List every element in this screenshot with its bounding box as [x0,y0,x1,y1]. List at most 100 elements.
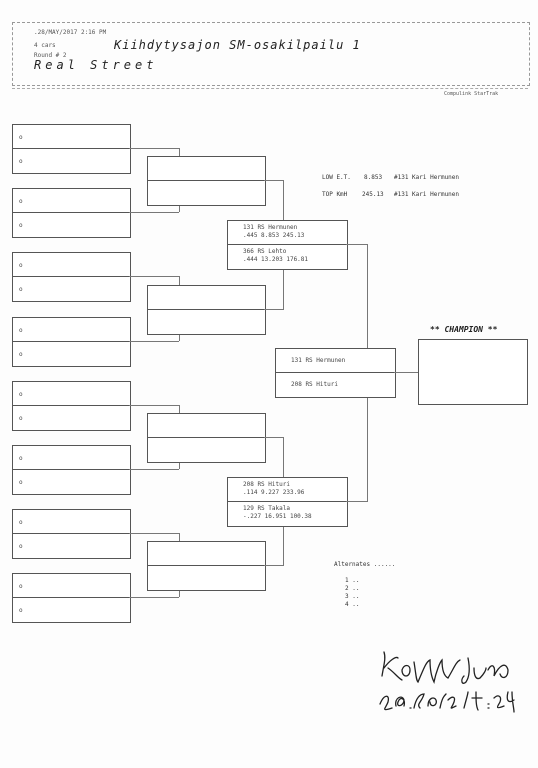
slot-marker: o [19,134,23,141]
racer-times: .114 9.227 233.96 [243,489,305,496]
connector [264,437,284,438]
semifinal-1-bottom-slot: 366 RS Lehto .444 13.203 176.81 [228,245,347,269]
connector [394,372,418,373]
round2-slot [148,157,265,181]
low-et-driver: #131 Kari Hermunen [394,174,460,181]
slot-marker: o [19,351,23,358]
round2-slot [148,542,265,566]
semifinal-1-pair: 131 RS Hermunen .445 8.853 245.13 366 RS… [227,220,348,270]
top-kmh-label: TOP KmH [322,191,348,198]
round2-slot [148,181,265,205]
round2-slot [148,566,265,590]
handwritten-signature [379,651,515,713]
round1-pair: o o [12,509,131,559]
connector [129,341,179,342]
header-rule [12,88,528,89]
round1-pair: o o [12,317,131,367]
round2-pair [147,413,266,463]
slot-marker: o [19,583,23,590]
header-cars: 4 cars [34,42,56,49]
slot-marker: o [19,607,23,614]
connector [129,405,179,406]
semifinal-1-top-slot: 131 RS Hermunen .445 8.853 245.13 [228,221,347,245]
round1-pair: o o [12,124,131,174]
round2-slot [148,438,265,462]
connector [129,469,179,470]
round1-slot: o [13,213,130,237]
round1-slot: o [13,382,130,406]
semifinal-2-pair: 208 RS Hituri .114 9.227 233.96 129 RS T… [227,477,348,527]
round1-slot: o [13,446,130,470]
connector [129,212,179,213]
round1-slot: o [13,189,130,213]
top-kmh-value: 245.13 [362,191,384,198]
connector [129,597,179,598]
connector [264,565,284,566]
slot-marker: o [19,455,23,462]
round1-slot: o [13,253,130,277]
round2-pair [147,285,266,335]
brand-label: Compulink StarTrak [444,91,499,97]
slot-marker: o [19,391,23,398]
slot-marker: o [19,543,23,550]
connector [346,244,368,245]
semifinal-2-top-slot: 208 RS Hituri .114 9.227 233.96 [228,478,347,502]
round1-slot: o [13,342,130,366]
racer-times: .445 8.853 245.13 [243,232,305,239]
header-round: Round # 2 [34,52,67,59]
round2-slot [148,286,265,310]
round1-slot: o [13,406,130,430]
slot-marker: o [19,262,23,269]
low-et-value: 8.853 [364,174,383,181]
slot-marker: o [19,158,23,165]
round1-slot: o [13,574,130,598]
racer-times: .444 13.203 176.81 [243,256,309,263]
round1-slot: o [13,318,130,342]
champion-label: ** CHAMPION ** [430,325,498,334]
header-box [12,22,530,86]
alternate-item: 4 .. [345,601,360,608]
slot-marker: o [19,286,23,293]
semifinal-2-bottom-slot: 129 RS Takala -.227 16.951 100.38 [228,502,347,526]
racer-times: -.227 16.951 100.38 [243,513,312,520]
racer-line: 208 RS Hituri [243,481,290,488]
round1-slot: o [13,470,130,494]
finalist-line: 208 RS Hituri [291,381,338,388]
round1-pair: o o [12,445,131,495]
round1-pair: o o [12,188,131,238]
round2-slot [148,414,265,438]
low-et-label: LOW E.T. [322,174,351,181]
connector [129,533,179,534]
champion-box [418,339,528,405]
round1-slot: o [13,510,130,534]
round1-slot: o [13,534,130,558]
class-title: Real Street [34,58,158,72]
round1-pair: o o [12,573,131,623]
connector [264,180,284,181]
round1-slot: o [13,125,130,149]
slot-marker: o [19,415,23,422]
round2-slot [148,310,265,334]
slot-marker: o [19,222,23,229]
round1-slot: o [13,277,130,301]
final-pair: 131 RS Hermunen 208 RS Hituri [275,348,396,398]
connector [264,309,284,310]
connector [129,148,179,149]
header-datetime: .28/MAY/2017 2:16 PM [34,29,107,36]
alternate-item: 3 .. [345,593,360,600]
racer-line: 366 RS Lehto [243,248,287,255]
alternate-item: 2 .. [345,585,360,592]
round1-slot: o [13,149,130,173]
slot-marker: o [19,479,23,486]
final-bottom-slot: 208 RS Hituri [276,373,395,397]
finalist-line: 131 RS Hermunen [291,357,346,364]
alternate-item: 1 .. [345,577,360,584]
slot-marker: o [19,519,23,526]
round1-slot: o [13,598,130,622]
alternates-label: Alternates ...... [334,561,396,568]
round2-pair [147,541,266,591]
final-top-slot: 131 RS Hermunen [276,349,395,373]
round1-pair: o o [12,252,131,302]
slot-marker: o [19,327,23,334]
top-kmh-driver: #131 Kari Hermunen [394,191,460,198]
